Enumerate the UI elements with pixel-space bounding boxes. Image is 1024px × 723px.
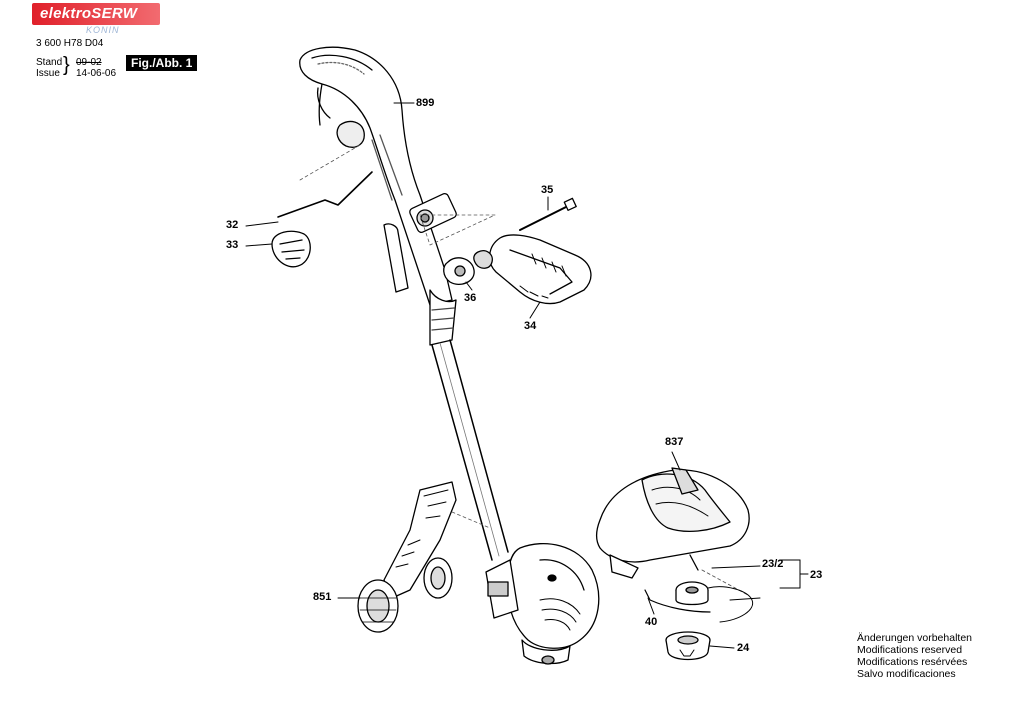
brand-logo: elektroSERW: [32, 3, 160, 25]
date-new: 14-06-06: [76, 68, 117, 79]
stand-label: Stand: [36, 57, 63, 68]
callout-35: 35: [541, 184, 554, 196]
spool-part: [675, 554, 761, 623]
shaft-tube: [431, 339, 509, 561]
notice-de: Änderungen vorbehalten: [857, 632, 973, 644]
notice-es: Salvo modificaciones: [857, 668, 956, 680]
brand-logo-text: elektroSERW: [40, 5, 138, 22]
cable-clip-part: [277, 171, 373, 218]
strain-relief-part: [271, 230, 311, 268]
brand-logo-sub: KONIN: [86, 25, 120, 35]
notice-fr: Modifications resérvées: [857, 656, 968, 668]
doc-number: 3 600 H78 D04: [36, 38, 104, 49]
callout-899: 899: [416, 97, 435, 109]
brace-icon: }: [63, 54, 70, 76]
wheel-guide-part: [357, 481, 457, 633]
callout-36: 36: [464, 292, 477, 304]
callout-33: 33: [226, 239, 239, 251]
issue-label: Issue: [36, 68, 60, 79]
callout-23-2: 23/2: [762, 558, 784, 570]
date-old: 09-02: [76, 57, 102, 68]
notice-block: Änderungen vorbehalten Modifications res…: [857, 632, 972, 680]
upper-handle-part: [299, 46, 457, 346]
callout-851: 851: [313, 591, 332, 603]
bolt-part: [519, 197, 577, 231]
motor-housing-part: [485, 542, 600, 665]
callout-23: 23: [810, 569, 823, 581]
callout-32: 32: [226, 219, 239, 231]
callout-24: 24: [737, 642, 750, 654]
auxiliary-handle-part: [473, 234, 592, 305]
callout-837: 837: [665, 436, 684, 448]
callout-34: 34: [524, 320, 537, 332]
spool-cap-part: [665, 631, 711, 661]
figure-label: Fig./Abb. 1: [126, 55, 198, 71]
notice-en: Modifications reserved: [857, 644, 963, 656]
cutting-line-part: [644, 589, 711, 613]
callout-40: 40: [645, 616, 658, 628]
safety-guard-part: [595, 467, 750, 579]
knob-nut-part: [443, 257, 475, 285]
leader-lines: [245, 102, 809, 649]
